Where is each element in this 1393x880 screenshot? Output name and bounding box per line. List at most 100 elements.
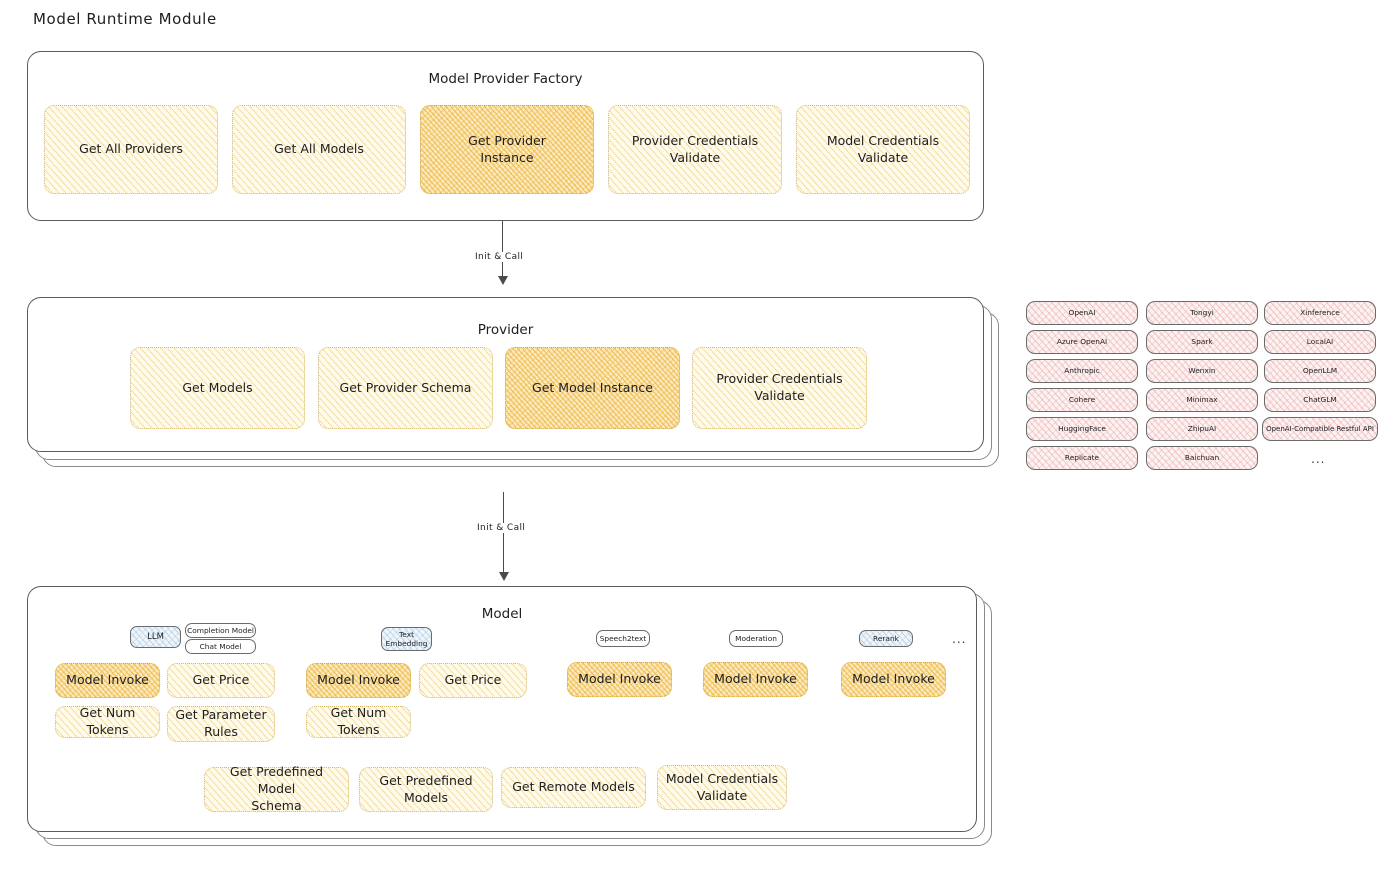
model-method-rerank-model-invoke[interactable]: Model Invoke [841, 662, 946, 697]
factory-node-model-credentials-validate[interactable]: Model Credentials Validate [796, 105, 970, 194]
model-method-label: Model Invoke [578, 671, 661, 687]
provider-chip-replicate[interactable]: Replicate [1026, 446, 1138, 470]
arrow-provider-to-model-line [503, 492, 505, 574]
model-method-llm-get-parameter-rules[interactable]: Get Parameter Rules [167, 706, 275, 742]
provider-chip-label: Cohere [1068, 395, 1096, 405]
provider-chip-zhipuai[interactable]: ZhipuAI [1146, 417, 1258, 441]
model-method-label: Get Parameter Rules [175, 707, 267, 739]
model-subbadge-chat-model[interactable]: Chat Model [185, 639, 256, 654]
model-method-llm-get-num-tokens[interactable]: Get Num Tokens [55, 705, 160, 738]
model-common-get-remote-models[interactable]: Get Remote Models [501, 767, 646, 808]
arrow-provider-to-model-label: Init & Call [473, 523, 530, 533]
model-provider-factory-title: Model Provider Factory [428, 71, 583, 87]
provider-chip-huggingface[interactable]: HuggingFace [1026, 417, 1138, 441]
model-type-badge-text-embedding[interactable]: Text Embedding [381, 627, 432, 651]
factory-node-get-provider-instance[interactable]: Get Provider Instance [420, 105, 594, 194]
provider-node-label: Get Provider Schema [339, 379, 472, 395]
provider-chip-openllm[interactable]: OpenLLM [1264, 359, 1376, 383]
model-type-badge-llm[interactable]: LLM [130, 626, 181, 648]
model-method-speech2text-model-invoke[interactable]: Model Invoke [567, 662, 672, 697]
provider-node-label: Get Models [182, 379, 253, 395]
provider-chip-label: Minimax [1186, 395, 1218, 405]
provider-chip-minimax[interactable]: Minimax [1146, 388, 1258, 412]
provider-chip-label: OpenLLM [1302, 366, 1338, 376]
provider-chip-label: OpenAI-Compatible Restful API [1266, 424, 1374, 433]
provider-chip-openai[interactable]: OpenAI [1026, 301, 1138, 325]
provider-chip-label: Azure OpenAI [1056, 337, 1108, 347]
model-type-badge-label: Text Embedding [385, 629, 428, 648]
model-method-label: Model Invoke [852, 671, 935, 687]
model-type-badge-speech2text[interactable]: Speech2text [596, 630, 650, 647]
provider-chip-xinference[interactable]: Xinference [1264, 301, 1376, 325]
provider-node-label: Provider Credentials Validate [716, 371, 843, 403]
model-common-label: Model Credentials Validate [665, 770, 779, 803]
provider-chip-azure-openai[interactable]: Azure OpenAI [1026, 330, 1138, 354]
model-method-label: Model Invoke [66, 672, 149, 688]
model-method-label: Model Invoke [714, 671, 797, 687]
model-common-get-predefined-model-schema[interactable]: Get Predefined Model Schema [204, 764, 349, 813]
provider-chip-label: HuggingFace [1058, 424, 1106, 434]
model-subbadge-completion-model[interactable]: Completion Model [185, 623, 256, 638]
provider-chip-wenxin[interactable]: Wenxin [1146, 359, 1258, 383]
provider-chip-tongyi[interactable]: Tongyi [1146, 301, 1258, 325]
provider-node-get-models[interactable]: Get Models [130, 347, 305, 429]
provider-chip-localai[interactable]: LocalAI [1264, 330, 1376, 354]
model-common-model-credentials-validate[interactable]: Model Credentials Validate [657, 765, 787, 810]
arrow-provider-to-model-head [499, 572, 509, 581]
model-method-llm-get-price[interactable]: Get Price [167, 663, 275, 698]
provider-chip-label: Baichuan [1184, 453, 1220, 463]
provider-chip-label: Spark [1191, 337, 1213, 347]
model-common-label: Get Predefined Model Schema [229, 764, 324, 813]
model-method-label: Model Invoke [317, 672, 400, 688]
model-method-text-embedding-get-price[interactable]: Get Price [419, 663, 527, 698]
provider-title: Provider [477, 322, 534, 338]
provider-node-get-model-instance[interactable]: Get Model Instance [505, 347, 680, 429]
provider-chip-label: OpenAI [1068, 308, 1096, 318]
factory-node-label: Provider Credentials Validate [631, 132, 759, 165]
provider-node-provider-credentials-validate[interactable]: Provider Credentials Validate [692, 347, 867, 429]
model-method-text-embedding-model-invoke[interactable]: Model Invoke [306, 663, 411, 698]
provider-chip-baichuan[interactable]: Baichuan [1146, 446, 1258, 470]
model-types-more: ... [952, 632, 967, 646]
model-method-label: Get Price [444, 672, 502, 688]
provider-node-get-provider-schema[interactable]: Get Provider Schema [318, 347, 493, 429]
provider-chip-openai-compatible-restful-api[interactable]: OpenAI-Compatible Restful API [1262, 417, 1378, 441]
model-common-get-predefined-models[interactable]: Get Predefined Models [359, 767, 493, 812]
factory-node-label: Get All Providers [79, 141, 183, 157]
model-method-label: Get Price [192, 672, 250, 688]
factory-node-get-all-models[interactable]: Get All Models [232, 105, 406, 194]
model-method-moderation-model-invoke[interactable]: Model Invoke [703, 662, 808, 697]
model-subbadge-label: Completion Model [187, 625, 254, 635]
model-method-text-embedding-get-num-tokens[interactable]: Get Num Tokens [306, 705, 411, 738]
provider-chip-cohere[interactable]: Cohere [1026, 388, 1138, 412]
provider-chip-label: ZhipuAI [1187, 424, 1217, 434]
provider-chip-label: ChatGLM [1303, 395, 1337, 405]
provider-chip-label: LocalAI [1306, 337, 1334, 347]
model-type-badge-label: LLM [147, 631, 164, 642]
provider-list-more: ... [1311, 452, 1326, 466]
provider-node-label: Get Model Instance [532, 379, 653, 395]
provider-chip-anthropic[interactable]: Anthropic [1026, 359, 1138, 383]
provider-chip-label: Tongyi [1190, 308, 1214, 318]
provider-chip-label: Xinference [1300, 308, 1340, 318]
model-common-label: Get Predefined Models [379, 772, 473, 805]
factory-node-label: Get All Models [274, 141, 364, 157]
factory-node-label: Get Provider Instance [468, 132, 546, 165]
model-method-label: Get Num Tokens [79, 705, 136, 737]
provider-chip-chatglm[interactable]: ChatGLM [1264, 388, 1376, 412]
arrow-factory-to-provider-head [498, 276, 508, 285]
factory-node-get-all-providers[interactable]: Get All Providers [44, 105, 218, 194]
model-type-badge-label: Rerank [873, 633, 899, 643]
model-common-label: Get Remote Models [512, 779, 635, 795]
model-type-badge-label: Moderation [735, 633, 777, 643]
model-type-badge-rerank[interactable]: Rerank [859, 630, 913, 647]
arrow-factory-to-provider-line [502, 221, 504, 279]
model-subbadge-label: Chat Model [199, 641, 242, 651]
arrow-factory-to-provider-label: Init & Call [471, 252, 528, 262]
provider-chip-spark[interactable]: Spark [1146, 330, 1258, 354]
factory-node-provider-credentials-validate[interactable]: Provider Credentials Validate [608, 105, 782, 194]
model-type-badge-moderation[interactable]: Moderation [729, 630, 783, 647]
model-type-badge-label: Speech2text [599, 633, 647, 643]
model-method-llm-model-invoke[interactable]: Model Invoke [55, 663, 160, 698]
provider-chip-label: Replicate [1064, 453, 1100, 463]
